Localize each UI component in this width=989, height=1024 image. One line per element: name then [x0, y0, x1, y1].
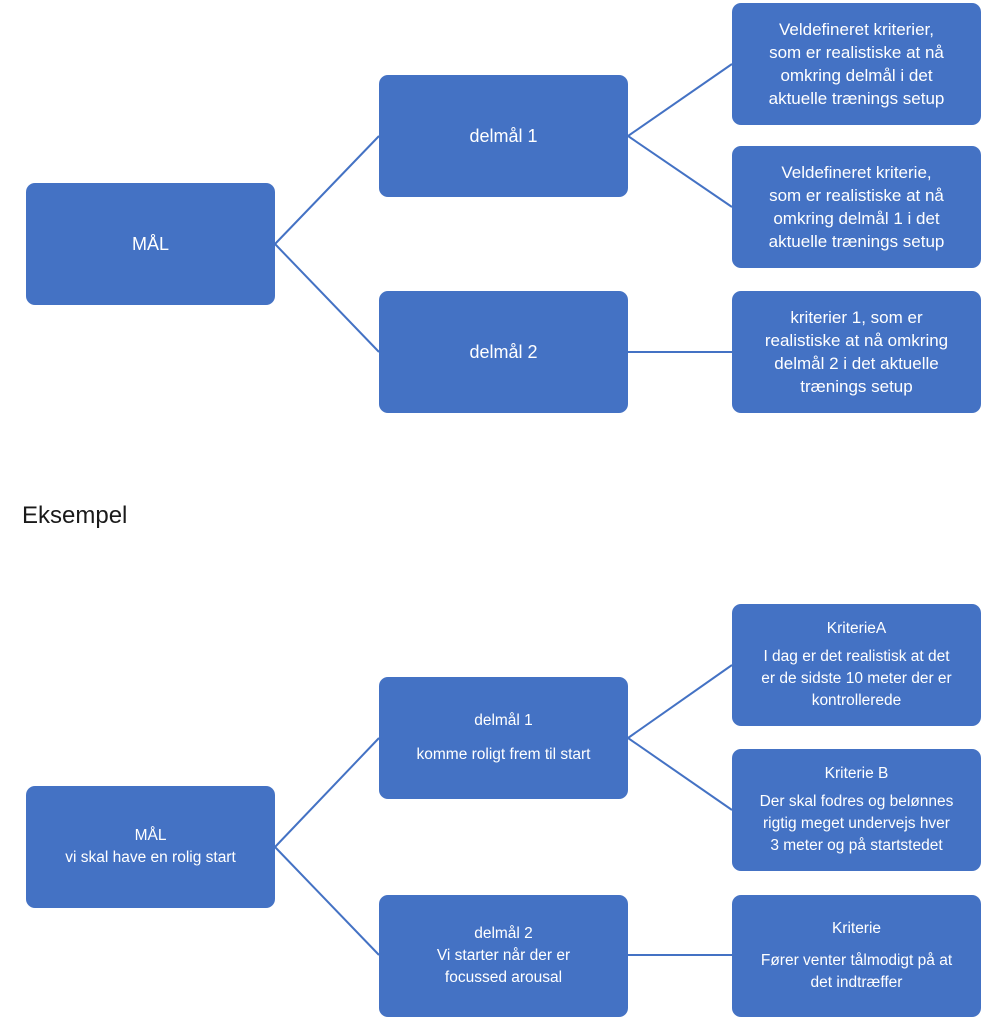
goal-box: MÅL	[26, 183, 275, 305]
subgoal-2-label: delmål 2	[469, 342, 538, 362]
example-criteria-a-line: kontrollerede	[811, 692, 902, 709]
connector-sub1-crit1a	[627, 63, 733, 137]
criteria-1a-line: som er realistiske at nå	[769, 43, 944, 62]
criteria-1a-line: omkring delmål i det	[780, 66, 933, 85]
section-heading: Eksempel	[22, 502, 128, 529]
connector-goal-sub2	[274, 243, 380, 353]
example-subgoal-2-text: focussed arousal	[444, 969, 563, 986]
example-goal-text: vi skal have en rolig start	[65, 849, 236, 866]
example-criteria-b-line: Der skal fodres og belønnes	[759, 793, 954, 810]
criteria-1a-line: Veldefineret kriterier,	[779, 20, 934, 39]
example-criteria-a-line: I dag er det realistisk at det	[763, 648, 950, 665]
goal-label: MÅL	[131, 234, 169, 254]
criteria-1b-box: Veldefineret kriterie, som er realistisk…	[732, 146, 981, 268]
criteria-2-line: trænings setup	[800, 377, 913, 396]
example-criteria-a-title: KriterieA	[826, 620, 887, 637]
example-subgoal-2-box: delmål 2 Vi starter når der er focussed …	[379, 895, 628, 1017]
example-subgoal-2-text: Vi starter når der er	[436, 947, 571, 964]
connector-goal-sub1-ex	[274, 737, 380, 848]
criteria-2-line: realistiske at nå omkring	[764, 331, 949, 350]
connector-sub1-crit1b	[627, 135, 733, 208]
example-criteria-b-box: Kriterie B Der skal fodres og belønnes r…	[732, 749, 981, 871]
subgoal-1-label: delmål 1	[469, 126, 538, 146]
criteria-1a-box: Veldefineret kriterier, som er realistis…	[732, 3, 981, 125]
example-criteria-a-box: KriterieA I dag er det realistisk at det…	[732, 604, 981, 726]
connector-sub1-crit1b-ex	[627, 737, 733, 811]
criteria-1a-line: aktuelle trænings setup	[768, 89, 945, 108]
example-goal-box: MÅL vi skal have en rolig start	[26, 786, 275, 908]
example-subgoal-1-title: delmål 1	[474, 712, 533, 729]
example-subgoal-1-box: delmål 1 komme roligt frem til start	[379, 677, 628, 799]
criteria-1b-line: aktuelle trænings setup	[768, 232, 945, 251]
example-criteria-b-line: rigtig meget undervejs hver	[763, 815, 950, 832]
example-subgoal-2-title: delmål 2	[474, 925, 533, 942]
example-criteria-a-line: er de sidste 10 meter der er	[761, 670, 952, 687]
example-subgoal-1-text: komme roligt frem til start	[416, 746, 591, 763]
connector-goal-sub2-ex	[274, 846, 380, 956]
connector-sub1-crit1a-ex	[627, 664, 733, 739]
subgoal-1-box: delmål 1	[379, 75, 628, 197]
example-criteria-b-line: 3 meter og på startstedet	[770, 837, 943, 854]
criteria-1b-line: omkring delmål 1 i det	[773, 209, 940, 228]
example-criteria-2-line: Fører venter tålmodigt på at	[760, 952, 953, 969]
criteria-2-box: kriterier 1, som er realistiske at nå om…	[732, 291, 981, 413]
criteria-1b-line: Veldefineret kriterie,	[781, 163, 932, 182]
connector-goal-sub1	[274, 135, 380, 245]
example-criteria-2-box: Kriterie Fører venter tålmodigt på at de…	[732, 895, 981, 1017]
example-criteria-2-title: Kriterie	[831, 920, 882, 937]
criteria-1b-line: som er realistiske at nå	[769, 186, 944, 205]
subgoal-2-box: delmål 2	[379, 291, 628, 413]
criteria-2-line: kriterier 1, som er	[790, 308, 923, 327]
example-criteria-2-line: det indtræffer	[810, 974, 903, 991]
example-goal-title: MÅL	[134, 827, 167, 844]
criteria-2-line: delmål 2 i det aktuelle	[774, 354, 939, 373]
example-criteria-b-title: Kriterie B	[824, 765, 889, 782]
